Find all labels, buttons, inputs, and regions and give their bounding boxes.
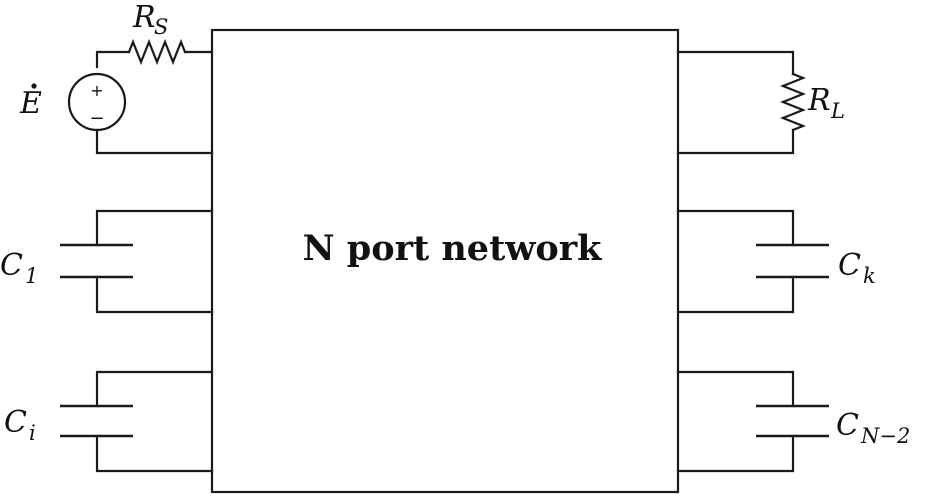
wire-ci-bottom [95, 434, 214, 473]
ck-port [676, 209, 829, 314]
label-ci: C i [4, 405, 36, 445]
wire-ck-bottom [676, 275, 795, 314]
wire-rl-top [676, 50, 795, 76]
wire-c1-top [95, 209, 214, 247]
label-ck: C k [838, 248, 876, 288]
label-ci-subscript: i [29, 421, 36, 445]
source-resistor [127, 39, 187, 65]
label-source-e: E [19, 83, 42, 121]
ci-port [60, 370, 214, 473]
network-title: N port network [303, 228, 603, 269]
wire-rl-bottom [676, 128, 795, 155]
label-ci-symbol: C [4, 405, 27, 440]
label-rs-subscript: S [154, 15, 168, 39]
label-ck-subscript: k [863, 264, 876, 288]
wire-cn2-bottom [676, 434, 795, 473]
label-rl: R L [807, 83, 845, 123]
label-rl-subscript: L [830, 99, 845, 123]
label-rl-symbol: R [807, 83, 831, 118]
e-dot-accent [31, 83, 37, 89]
label-rs: R S [132, 0, 168, 39]
load-resistor [780, 72, 806, 132]
wire-source-top [95, 50, 131, 69]
load-port [676, 50, 806, 155]
source-minus-sign: − [89, 108, 104, 129]
wire-ci-top [95, 370, 214, 408]
wire-c1-bottom [95, 275, 214, 314]
label-cn2: C N−2 [836, 408, 910, 448]
label-rs-symbol: R [132, 0, 156, 35]
label-cn2-symbol: C [836, 408, 859, 443]
wire-ck-top [676, 209, 795, 247]
source-plus-sign: + [90, 81, 103, 100]
label-cn2-subscript: N−2 [860, 424, 910, 448]
wire-cn2-top [676, 370, 795, 408]
c1-port [60, 209, 214, 314]
cn2-port [676, 370, 829, 473]
label-c1-symbol: C [0, 248, 23, 283]
source-port: + − [67, 39, 214, 155]
n-port-network-box [210, 28, 680, 494]
label-e-symbol: E [19, 86, 42, 121]
label-c1-subscript: 1 [25, 264, 38, 288]
label-ck-symbol: C [838, 248, 861, 283]
label-c1: C 1 [0, 248, 38, 288]
wire-source-bottom [95, 128, 214, 155]
